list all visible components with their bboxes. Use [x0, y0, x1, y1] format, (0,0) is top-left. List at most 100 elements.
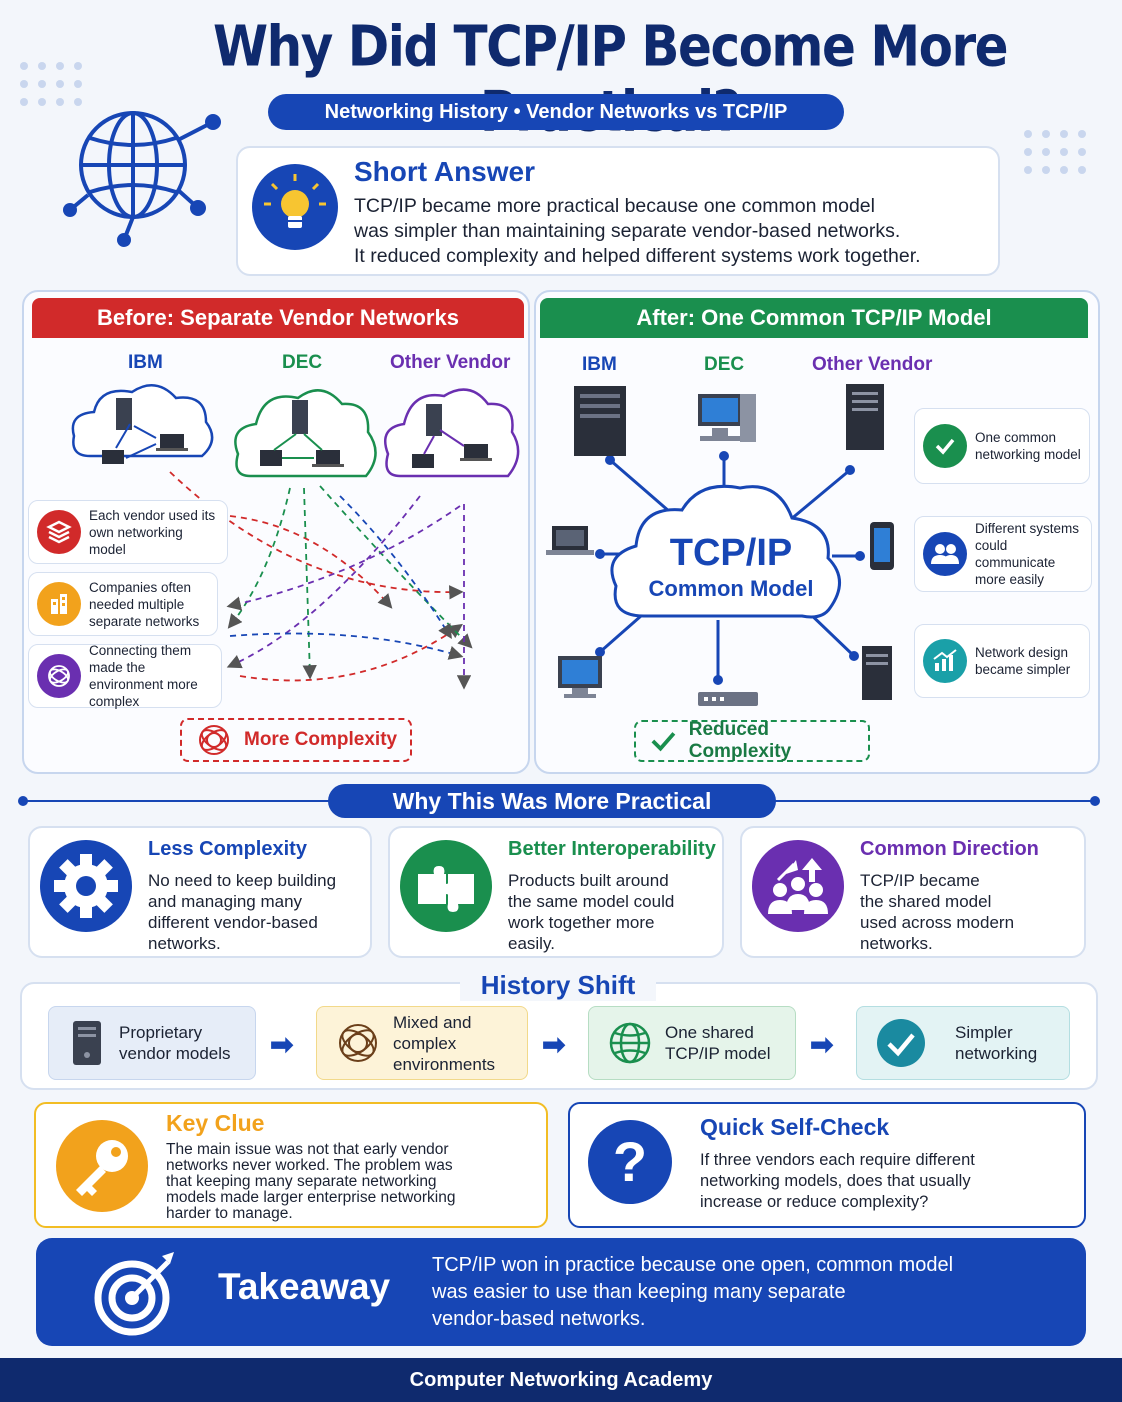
hub-subtitle: Common Model — [648, 576, 814, 601]
benefit-line: used across modern — [860, 913, 1015, 932]
history-step-line: Mixed and — [393, 1012, 472, 1032]
history-step-shared: One shared TCP/IP model — [588, 1006, 796, 1080]
before-note-multiple-networks: Companies often needed multiple separate… — [28, 572, 218, 636]
server-icon — [73, 1021, 101, 1065]
target-icon — [94, 1252, 174, 1336]
short-answer-line: was simpler than maintaining separate ve… — [354, 220, 901, 242]
benefit-less-complexity: Less Complexity No need to keep building… — [28, 826, 372, 958]
benefit-line: networks. — [860, 934, 933, 953]
check-icon — [923, 424, 967, 468]
more-complexity-badge: More Complexity — [180, 718, 412, 762]
history-arrow: ➡ — [270, 1029, 294, 1060]
self-check-line: If three vendors each require different — [700, 1151, 975, 1169]
reduced-complexity-label: Reduced Complexity — [688, 719, 792, 762]
history-step-text: Simpler networking — [955, 1022, 1037, 1064]
key-clue-line: that keeping many separate networking — [166, 1173, 437, 1190]
history-step-line: vendor models — [119, 1044, 231, 1063]
benefit-line: different vendor-based — [148, 913, 318, 932]
history-step-proprietary: Proprietary vendor models — [48, 1006, 256, 1080]
benefit-line: work together more — [508, 913, 655, 932]
key-clue-line: harder to manage. — [166, 1205, 293, 1222]
key-clue-line: The main issue was not that early vendor — [166, 1141, 449, 1158]
short-answer-card — [236, 146, 1000, 276]
short-answer-line: It reduced complexity and helped differe… — [354, 245, 921, 267]
takeaway-body: TCP/IP won in practice because one open,… — [432, 1252, 953, 1333]
gear-icon — [40, 840, 132, 932]
before-vendor-dec: DEC — [282, 352, 323, 373]
self-check-line: networking models, does that usually — [700, 1172, 971, 1190]
tcpip-hub-diagram — [546, 384, 894, 706]
after-note-simpler: Network design became simpler — [914, 624, 1090, 698]
footer-brand: Computer Networking Academy — [0, 1358, 1122, 1402]
history-step-line: One shared — [665, 1023, 754, 1042]
benefit-line: TCP/IP became — [860, 871, 980, 890]
benefit-common-direction: Common Direction TCP/IP became the share… — [740, 826, 1086, 958]
before-vendor-other: Other Vendor — [390, 352, 511, 373]
after-header: After: One Common TCP/IP Model — [540, 298, 1088, 338]
benefit-line: and managing many — [148, 892, 303, 911]
chart-icon — [923, 639, 967, 683]
history-step-text: Mixed and complex environments — [393, 1012, 495, 1075]
history-step-line: TCP/IP model — [665, 1044, 771, 1063]
check-icon — [877, 1019, 925, 1067]
hub-title: TCP/IP — [669, 532, 793, 574]
tangle-icon — [37, 654, 81, 698]
takeaway-title: Takeaway — [218, 1266, 391, 1307]
before-vendor-ibm: IBM — [128, 352, 163, 373]
benefit-line: easily. — [508, 934, 555, 953]
benefit-body: No need to keep building and managing ma… — [148, 870, 336, 954]
self-check-line: increase or reduce complexity? — [700, 1193, 929, 1211]
before-note-text: Connecting them made the environment mor… — [89, 643, 198, 709]
switch-icon — [698, 692, 758, 706]
before-header: Before: Separate Vendor Networks — [32, 298, 524, 338]
before-note-more-complex: Connecting them made the environment mor… — [28, 643, 222, 709]
history-step-line: networking — [955, 1044, 1038, 1063]
lightbulb-icon — [252, 164, 338, 250]
short-answer-body: TCP/IP became more practical because one… — [354, 194, 994, 269]
cloud-icon — [71, 384, 214, 458]
benefit-interoperability: Better Interoperability Products built a… — [388, 826, 724, 958]
key-clue-title: Key Clue — [166, 1110, 265, 1136]
history-step-line: Proprietary — [119, 1023, 203, 1042]
takeaway-line: TCP/IP won in practice because one open,… — [432, 1254, 954, 1276]
globe-icon — [609, 1022, 651, 1064]
tangle-icon — [339, 1024, 377, 1062]
benefit-title: Common Direction — [860, 838, 1039, 860]
reduced-complexity-badge: Reduced Complexity — [634, 719, 870, 762]
short-answer-line: TCP/IP became more practical because one… — [354, 195, 875, 217]
history-title: History Shift — [460, 970, 656, 1001]
before-note-text: Companies often needed multiple separate… — [89, 579, 200, 629]
history-step-simpler: Simpler networking — [856, 1006, 1070, 1080]
after-vendor-dec: DEC — [704, 354, 745, 375]
group-arrow-icon — [752, 840, 844, 932]
question-icon: ? — [588, 1120, 672, 1204]
building-icon — [37, 582, 81, 626]
self-check-title: Quick Self-Check — [700, 1114, 890, 1140]
key-icon — [56, 1120, 148, 1212]
cloud-icon — [384, 388, 520, 478]
after-vendor-ibm: IBM — [582, 354, 617, 375]
people-icon — [923, 532, 967, 576]
before-note-own-model: Each vendor used its own networking mode… — [28, 500, 228, 564]
benefit-title: Less Complexity — [148, 838, 307, 860]
why-title: Why This Was More Practical — [328, 784, 776, 818]
self-check-card: ? Quick Self-Check If three vendors each… — [568, 1102, 1086, 1228]
self-check-body: If three vendors each require different … — [700, 1150, 975, 1213]
benefit-line: the same model could — [508, 892, 675, 911]
takeaway-line: vendor-based networks. — [432, 1308, 646, 1330]
history-step-text: Proprietary vendor models — [119, 1022, 231, 1064]
key-clue-body: The main issue was not that early vendor… — [166, 1142, 455, 1222]
benefit-line: networks. — [148, 934, 221, 953]
benefit-line: No need to keep building — [148, 871, 337, 890]
benefit-line: Products built around — [508, 871, 669, 890]
after-note-text: Different systems could communicate more… — [975, 521, 1080, 587]
benefit-line: the shared model — [860, 892, 992, 911]
layers-icon — [37, 510, 81, 554]
after-note-common-model: One common networking model — [914, 408, 1090, 484]
tangle-icon — [199, 725, 229, 755]
divider-dot — [18, 796, 28, 806]
history-arrow: ➡ — [542, 1029, 566, 1060]
history-step-text: One shared TCP/IP model — [665, 1022, 771, 1064]
takeaway-line: was easier to use than keeping many sepa… — [432, 1281, 846, 1303]
history-arrow: ➡ — [810, 1029, 834, 1060]
